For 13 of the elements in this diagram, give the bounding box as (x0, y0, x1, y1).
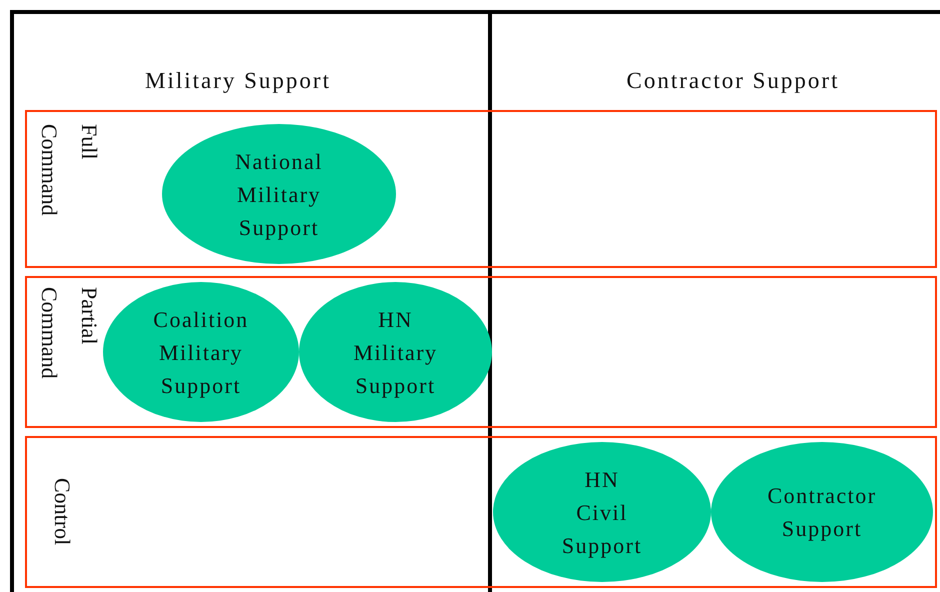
column-heading: Contractor Support (626, 68, 840, 94)
ellipse-label: Contractor Support (767, 482, 877, 543)
row-label: Full Command (36, 124, 103, 218)
row-label: Partial Command (36, 287, 103, 381)
column-heading: Military Support (145, 68, 331, 94)
ellipse-label: Coalition Military Support (153, 306, 249, 400)
row-band (25, 276, 937, 428)
row-band (25, 436, 937, 588)
row-band (25, 110, 937, 268)
ellipse-label: HN Military Support (353, 306, 438, 400)
ellipse-label: HN Civil Support (562, 466, 642, 560)
ellipse-label: National Military Support (235, 148, 323, 242)
row-label: Control (49, 478, 76, 546)
